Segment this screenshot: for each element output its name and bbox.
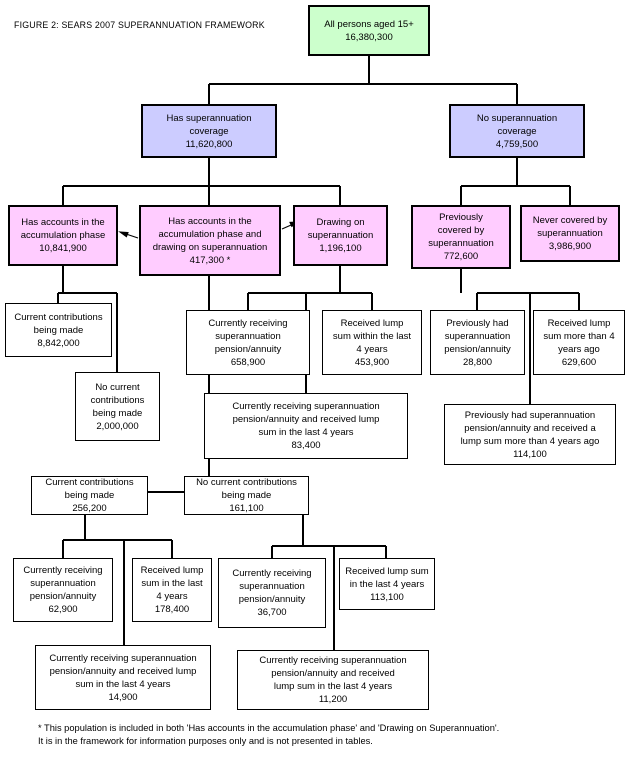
node-drawing-pension: Currently receiving superannuation pensi… [186,310,310,375]
node-label: Currently receiving superannuation pensi… [232,401,380,438]
node-previously-pension-and-lump-sum: Previously had superannuation pension/an… [444,404,616,465]
node-has-coverage: Has superannuation coverage 11,620,800 [141,104,277,158]
node-acc-current-contributions: Current contributions being made 8,842,0… [5,303,112,357]
node-value: 417,300 * [189,254,231,266]
node-label: Has accounts in the accumulation phase a… [152,215,268,253]
node-label: Received lump sum in the last 4 years [345,565,429,590]
node-value: 629,600 [561,356,597,368]
node-mix-cc-lump-sum: Received lump sum in the last 4 years 17… [132,558,212,622]
node-label: No current contributions being made [90,381,145,419]
node-value: 4,759,500 [495,138,539,150]
node-mix-no-current-contributions: No current contributions being made 161,… [184,476,309,515]
node-label: Previously covered by superannuation [428,212,494,249]
node-label: Current contributions being made [14,311,103,336]
node-previously-covered: Previously covered by superannuation 772… [411,205,511,269]
footnote-line-1: * This population is included in both 'H… [38,723,500,733]
node-value: 178,400 [154,604,190,615]
node-mix-cc-pension-and-lump-sum: Currently receiving superannuation pensi… [35,645,211,710]
node-accumulation-phase: Has accounts in the accumulation phase 1… [8,205,118,266]
node-value: 161,100 [229,503,264,514]
page-title: FIGURE 2: SEARS 2007 SUPERANNUATION FRAM… [14,20,265,30]
node-label: Current contributions being made [45,477,134,501]
node-label: Currently receiving superannuation pensi… [23,565,103,602]
node-never-covered: Never covered by superannuation 3,986,90… [520,205,620,262]
node-value: 114,100 [513,448,547,460]
node-value: 113,100 [370,591,404,603]
node-value: 1,196,100 [319,243,362,254]
node-value: 3,986,900 [548,241,592,252]
node-value: 83,400 [291,440,321,451]
node-label: No current contributions being made [196,477,297,501]
node-label: All persons aged 15+ [324,18,414,30]
node-drawing-on-superannuation: Drawing on superannuation 1,196,100 [293,205,388,266]
node-value: 14,900 [108,691,138,703]
node-label: Received lump sum within the last 4 year… [332,317,412,355]
node-acc-no-current-contributions: No current contributions being made 2,00… [75,372,160,441]
node-no-coverage: No superannuation coverage 4,759,500 [449,104,585,158]
footnote-line-2: It is in the framework for information p… [38,736,373,746]
node-drawing-pension-and-lump-sum: Currently receiving superannuation pensi… [204,393,408,459]
node-label: Has accounts in the accumulation phase [20,217,106,241]
node-label: Currently receiving superannuation pensi… [49,652,197,690]
node-value: 658,900 [230,356,266,368]
node-all-persons: All persons aged 15+ 16,380,300 [308,5,430,56]
node-label: Currently receiving superannuation pensi… [232,568,312,605]
node-value: 10,841,900 [39,243,87,254]
node-label: Previously had superannuation pension/an… [460,409,600,447]
node-value: 2,000,000 [96,420,139,432]
node-label: Drawing on superannuation [307,217,374,241]
node-value: 28,800 [462,356,493,368]
node-value: 36,700 [257,607,287,618]
node-value: 8,842,000 [37,337,80,349]
node-value: 16,380,300 [345,31,393,43]
node-mix-nc-pension-and-lump-sum: Currently receiving superannuation pensi… [237,650,429,710]
node-value: 62,900 [48,604,78,615]
node-label: Received lump sum more than 4 years ago [543,317,615,355]
node-value: 453,900 [354,356,390,368]
node-drawing-lump-sum: Received lump sum within the last 4 year… [322,310,422,375]
node-value: 11,200 [318,694,348,705]
node-mix-nc-pension: Currently receiving superannuation pensi… [218,558,326,628]
node-mix-current-contributions: Current contributions being made 256,200 [31,476,148,515]
node-label: Currently receiving superannuation pensi… [259,655,407,692]
node-value: 772,600 [443,251,479,262]
node-mix-nc-lump-sum: Received lump sum in the last 4 years 11… [339,558,435,610]
node-previously-had-pension: Previously had superannuation pension/an… [430,310,525,375]
node-previously-lump-sum: Received lump sum more than 4 years ago … [533,310,625,375]
node-label: Previously had superannuation pension/an… [444,317,511,355]
node-mix-cc-pension: Currently receiving superannuation pensi… [13,558,113,622]
node-label: Currently receiving superannuation pensi… [208,317,288,355]
node-label: No superannuation coverage [476,112,558,137]
node-value: 11,620,800 [185,138,233,150]
node-label: Received lump sum in the last 4 years [140,565,204,602]
node-accumulation-and-drawing: Has accounts in the accumulation phase a… [139,205,281,276]
node-label: Never covered by superannuation [532,215,608,239]
node-label: Has superannuation coverage [166,112,252,137]
node-value: 256,200 [72,503,107,514]
